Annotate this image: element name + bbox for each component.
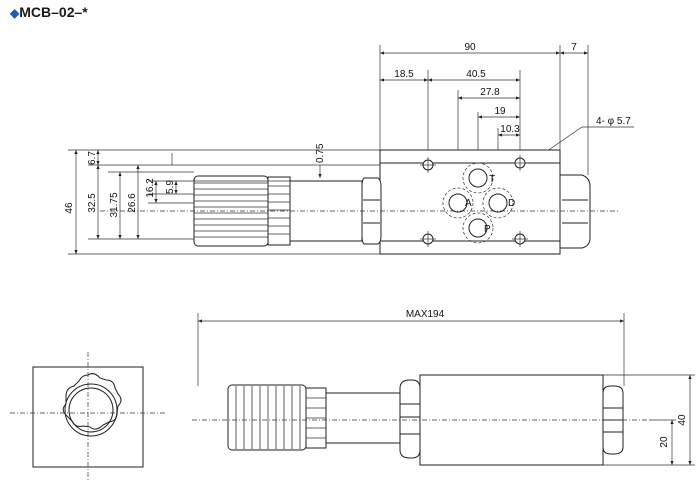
port-p-label: P [484,224,491,235]
dim-5-9: 5.9 [165,180,176,194]
port-a-label: A [465,198,472,209]
dim-max194: MAX194 [406,309,445,320]
right-hex-nut [559,174,591,249]
title-marker-icon: ◆ [10,6,20,20]
side-knob [227,384,307,451]
dim-7: 7 [571,42,577,53]
side-left-hex-nut [399,379,421,459]
dim-4-holes-5-7: 4- φ 5.7 [596,116,631,127]
end-view [10,352,165,480]
dim-40: 40 [677,414,688,426]
dim-18-5: 18.5 [394,69,414,80]
dim-32-5: 32.5 [87,193,98,213]
dim-20: 20 [659,436,670,448]
dim-31-75: 31.75 [109,192,120,217]
dim-6-7: 6.7 [87,151,98,165]
dim-27-8: 27.8 [480,87,500,98]
drawing-title: ◆MCB–02–* [10,4,88,20]
dim-46: 46 [64,202,75,214]
dim-16-2: 16.2 [145,178,156,198]
top-view: 90 7 18.5 40.5 27.8 19 10.3 4- φ 5.7 [64,42,634,255]
dim-90: 90 [464,42,476,53]
dim-0-75: 0.75 [315,143,326,163]
dim-40-5: 40.5 [466,69,486,80]
side-view: MAX194 [192,309,695,466]
dim-19: 19 [494,106,506,117]
title-model: MCB–02–* [19,4,88,20]
side-sleeve [325,392,401,444]
port-t-label: T [489,174,495,185]
port-d-label: D [508,198,515,209]
valve-body [379,149,561,255]
dim-10-3: 10.3 [500,124,520,135]
dim-26-6: 26.6 [127,193,138,213]
